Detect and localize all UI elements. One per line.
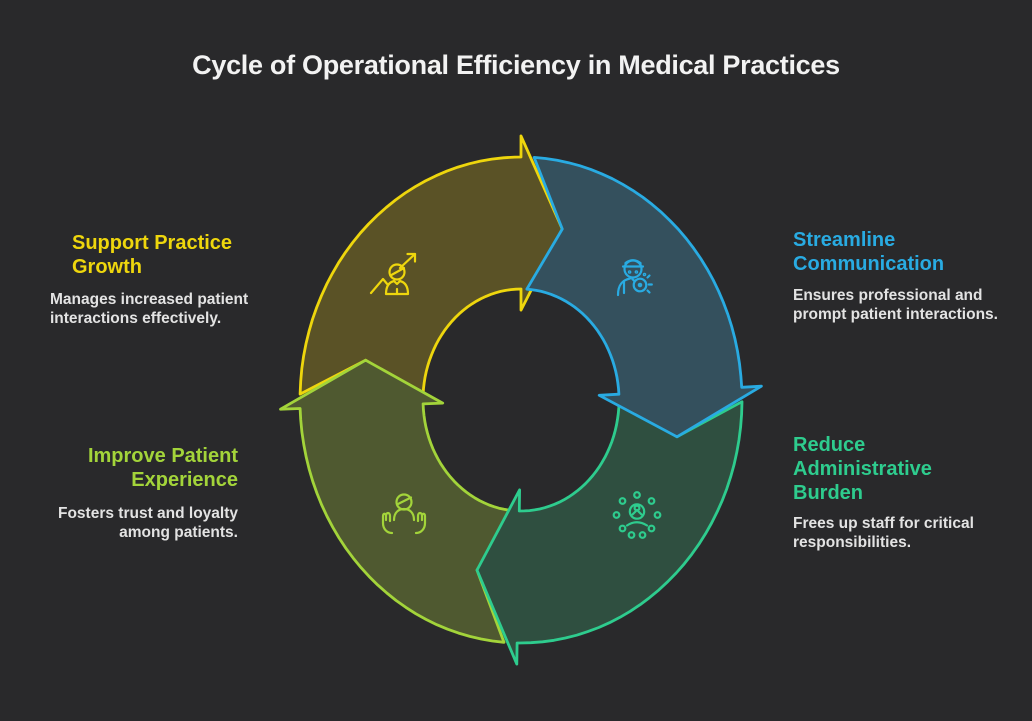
step-heading-reduce-administrative-burden: Reduce Administrative Burden xyxy=(793,434,932,504)
step-block-support-practice-growth: Support Practice Growth Manages increase… xyxy=(50,231,300,328)
delegation-icon xyxy=(612,491,662,539)
care-icon xyxy=(381,493,427,535)
step-heading-support-practice-growth: Support Practice Growth xyxy=(72,232,233,278)
step-heading-improve-patient-experience: Improve Patient Experience xyxy=(87,445,238,491)
growth-icon xyxy=(369,252,417,296)
step-desc-improve-patient-experience: Fosters trust and loyalty among patients… xyxy=(57,505,238,541)
step-block-improve-patient-experience: Improve Patient Experience Fosters trust… xyxy=(28,444,238,542)
segment-streamline-communication xyxy=(525,156,763,439)
step-desc-reduce-administrative-burden: Frees up staff for critical responsibili… xyxy=(793,515,974,551)
diagram-title: Cycle of Operational Efficiency in Medic… xyxy=(192,50,840,80)
step-desc-streamline-communication: Ensures professional and prompt patient … xyxy=(793,287,998,323)
step-heading-streamline-communication: Streamline Communication xyxy=(793,229,945,275)
step-block-streamline-communication: Streamline Communication Ensures profess… xyxy=(793,228,1013,324)
communication-icon xyxy=(616,259,653,297)
segment-reduce-administrative-burden xyxy=(475,399,744,666)
step-desc-support-practice-growth: Manages increased patient interactions e… xyxy=(50,291,249,327)
segment-support-practice-growth xyxy=(298,134,564,399)
step-block-reduce-administrative-burden: Reduce Administrative Burden Frees up st… xyxy=(793,433,1013,552)
